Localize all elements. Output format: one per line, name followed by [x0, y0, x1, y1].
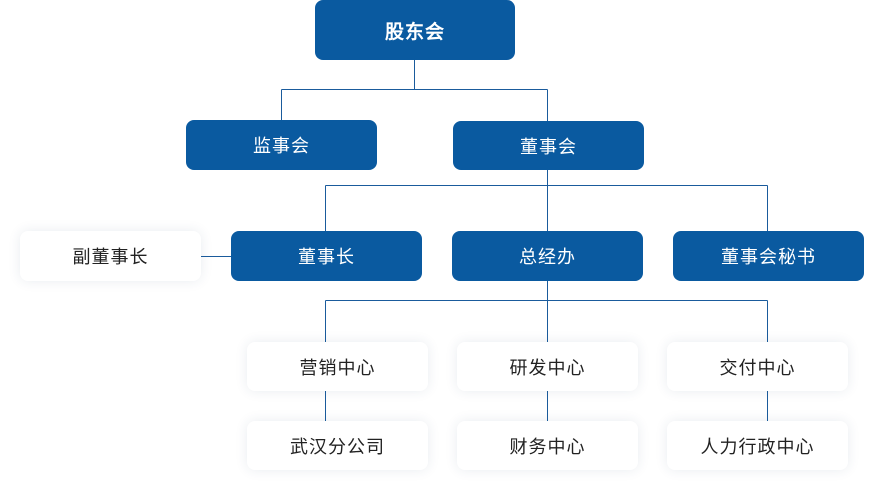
node-finance-center: 财务中心	[457, 421, 638, 470]
node-supervisory-board: 监事会	[186, 120, 377, 170]
node-board-secretary: 董事会秘书	[673, 231, 864, 281]
node-vice-chairman: 副董事长	[20, 231, 201, 281]
node-shareholders: 股东会	[315, 0, 515, 60]
node-board-of-directors: 董事会	[453, 121, 644, 170]
node-hr-admin-center: 人力行政中心	[667, 421, 848, 470]
node-wuhan-branch: 武汉分公司	[247, 421, 428, 470]
node-delivery-center: 交付中心	[667, 342, 848, 391]
node-rd-center: 研发中心	[457, 342, 638, 391]
node-marketing-center: 营销中心	[247, 342, 428, 391]
node-chairman: 董事长	[231, 231, 422, 281]
node-general-office: 总经办	[452, 231, 643, 281]
